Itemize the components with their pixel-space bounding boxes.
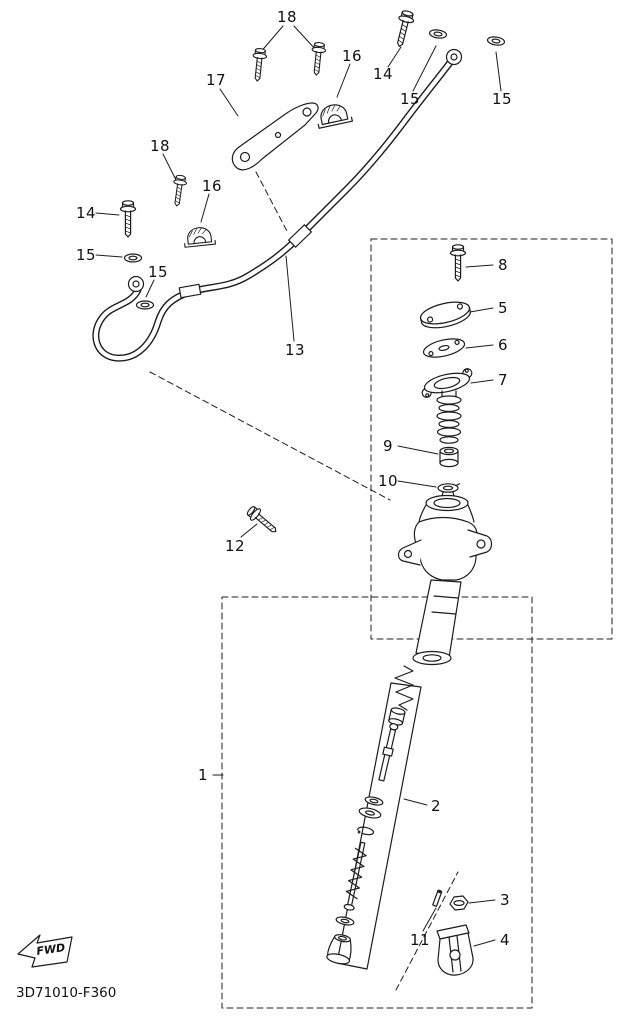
callout-1: 1	[197, 766, 209, 784]
callout-13: 13	[284, 341, 306, 359]
callout-5: 5	[497, 299, 509, 317]
diaphragm-bellows	[436, 390, 462, 444]
reservoir-cup	[439, 446, 459, 468]
master-cylinder-body	[397, 491, 493, 666]
callout-16-left: 16	[201, 177, 223, 195]
clevis-joint	[436, 924, 474, 976]
hose-bracket	[231, 102, 319, 171]
callout-15-top-inner: 15	[399, 90, 421, 108]
callout-4: 4	[499, 931, 511, 949]
clamp-bolt-left	[169, 174, 188, 208]
piston-kit-outline	[336, 682, 422, 970]
mount-bolt	[244, 503, 281, 538]
banjo-bolt-top	[391, 8, 417, 49]
callout-7: 7	[497, 371, 509, 389]
washer-top-outer	[486, 35, 506, 47]
callout-12: 12	[224, 537, 246, 555]
callout-16-top: 16	[341, 47, 363, 65]
reservoir-cap	[419, 301, 471, 329]
clevis-nut	[449, 895, 469, 911]
hose-clamp-left	[182, 225, 216, 248]
diaphragm-plate	[422, 338, 466, 358]
washer-left-upper	[123, 253, 143, 263]
callout-2: 2	[430, 797, 442, 815]
callout-6: 6	[497, 336, 509, 354]
callout-9: 9	[382, 437, 394, 455]
callout-15-left-lower: 15	[147, 263, 169, 281]
washer-left-lower	[135, 300, 155, 310]
callout-18-top: 18	[276, 8, 298, 26]
callout-11: 11	[409, 931, 431, 949]
bracket-bolt-b	[308, 41, 327, 77]
callout-10: 10	[377, 472, 399, 490]
reservoir-gasket	[421, 368, 473, 398]
callout-3: 3	[499, 891, 511, 909]
leader-lines	[95, 25, 502, 947]
bracket-bolt-a	[249, 47, 268, 83]
fwd-label: FWD	[36, 941, 66, 958]
return-spring	[394, 665, 414, 711]
fwd-arrow: FWD	[17, 934, 73, 968]
callout-14-left: 14	[75, 204, 97, 222]
callout-14-top-right: 14	[372, 65, 394, 83]
callout-15-top-outer: 15	[491, 90, 513, 108]
reservoir-bolt	[449, 244, 467, 282]
callout-17: 17	[205, 71, 227, 89]
dashed-reference-lines	[149, 171, 613, 1009]
retaining-ring	[437, 483, 461, 493]
banjo-bolt-left	[119, 200, 137, 238]
brake-hose	[92, 48, 463, 362]
callout-18-left: 18	[149, 137, 171, 155]
drawing-code: 3D71010-F360	[16, 985, 117, 1001]
hose-clamp-top	[314, 101, 353, 129]
clevis-pin	[432, 889, 443, 907]
washer-top-inner	[428, 28, 448, 40]
callout-15-left-upper: 15	[75, 246, 97, 264]
piston-stack	[326, 707, 406, 965]
callout-8: 8	[497, 256, 509, 274]
